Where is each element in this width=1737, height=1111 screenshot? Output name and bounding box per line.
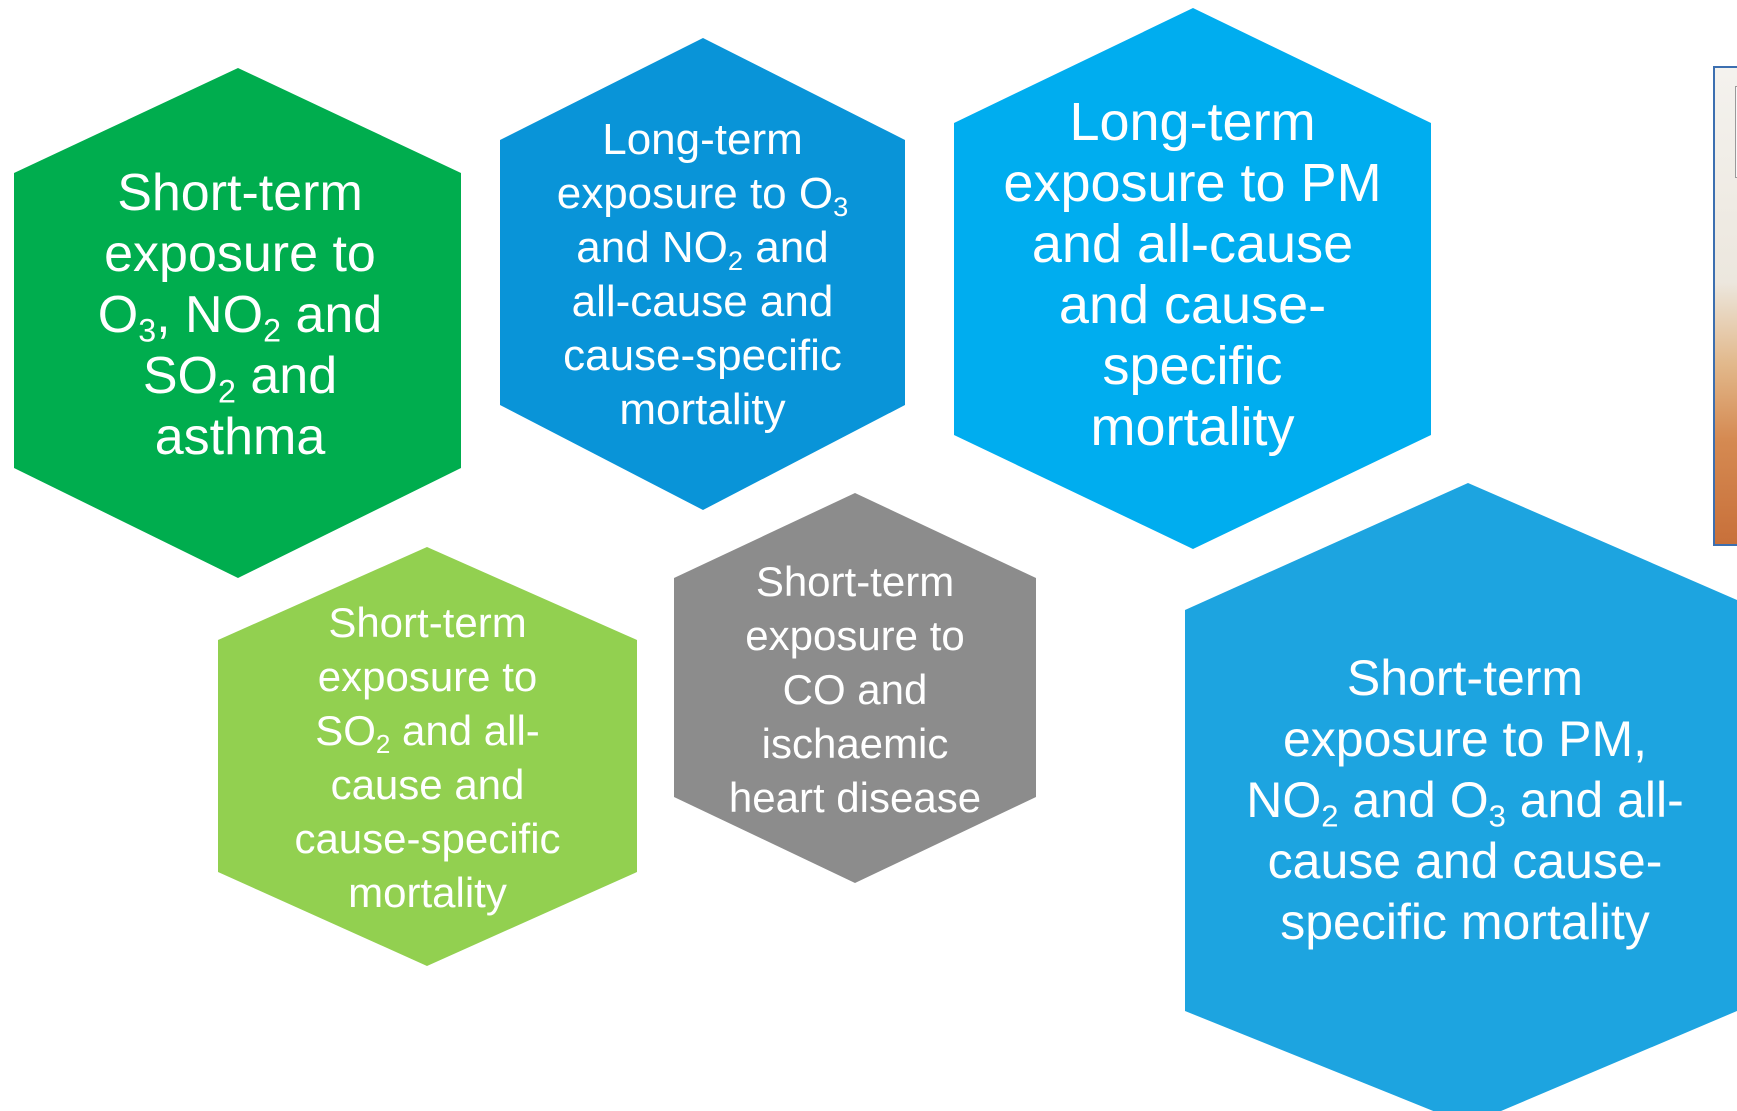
hexagon-label-line: exposure to O3 <box>557 167 849 221</box>
label-text: Long-term <box>1069 92 1316 152</box>
hexagon-label-h5: Short-term exposure to CO and ischaemic hear… <box>674 550 1036 830</box>
subscript-text: 2 <box>727 245 744 277</box>
hexagon-label-line: specific mortality <box>1280 892 1650 953</box>
hexagon-label-line: mortality <box>619 383 785 437</box>
label-text: and NO <box>576 223 728 272</box>
label-text: heart disease <box>728 774 982 821</box>
label-text: and all- <box>1505 771 1684 828</box>
label-text: specific <box>1102 336 1283 396</box>
hexagon-label-line: cause and cause- <box>1268 831 1663 892</box>
hexagon-label-line: asthma <box>155 407 326 468</box>
subscript-text: 2 <box>263 312 281 349</box>
hexagon-label-line: Short-term <box>1347 648 1583 709</box>
label-text: Long-term <box>602 115 803 164</box>
hexagon-label-line: mortality <box>348 866 507 920</box>
hexagon-label-line: Short-term <box>756 555 954 609</box>
hexagon-label-line: cause-specific <box>563 329 842 383</box>
hexagon-shape-h1 <box>14 68 461 578</box>
hexagon-label-line: cause-specific <box>294 812 560 866</box>
subscript-text: 2 <box>375 728 391 759</box>
hexagon-shape-h6 <box>1185 483 1737 1111</box>
label-text: mortality <box>1090 397 1295 457</box>
label-text: SO <box>315 706 376 754</box>
label-text: and all-cause <box>1031 214 1354 274</box>
hexagon-label-line: and cause- <box>1059 275 1326 336</box>
subscript-text: 3 <box>138 312 157 349</box>
hexagon-label-line: NO2 and O3 and all- <box>1246 770 1684 831</box>
label-text: exposure to PM <box>1003 153 1382 213</box>
hexagon-label-line: Long-term <box>1069 92 1315 153</box>
hexagon-label-line: exposure to <box>318 650 537 704</box>
label-text: cause and cause- <box>1267 832 1663 889</box>
hexagon-label-line: SO2 and <box>142 346 338 410</box>
hexagon-label-line: and NO2 and <box>576 221 828 275</box>
hexagon-label-line: ischaemic <box>762 717 949 771</box>
hexagon-label-line: and all-cause <box>1032 214 1353 275</box>
label-text: and O <box>1338 771 1489 828</box>
label-text: exposure to <box>317 652 538 700</box>
label-text: cause and <box>330 760 525 808</box>
hexagon-shape-h4 <box>218 547 637 966</box>
subscript-text: 3 <box>833 191 849 223</box>
report-cover-thumbnail <box>1713 66 1737 546</box>
label-text: and all- <box>390 706 540 754</box>
hexagon-label-line: all-cause and <box>572 275 834 329</box>
hexagon-label-line: Short-term <box>117 163 363 224</box>
label-text: and <box>743 223 829 272</box>
label-text: specific mortality <box>1280 893 1650 950</box>
subscript-text: 3 <box>1488 797 1506 833</box>
label-text: mortality <box>619 385 786 434</box>
label-text: ischaemic <box>761 720 949 767</box>
hexagon-label-line: exposure to PM, <box>1283 709 1647 770</box>
hexagon-label-line: mortality <box>1090 397 1294 458</box>
report-cover-detail <box>1735 86 1737 178</box>
label-text: CO and <box>782 666 928 713</box>
label-text: NO <box>1246 771 1322 828</box>
hexagon-label-line: exposure to PM <box>1003 153 1381 214</box>
hexagon-label-line: SO2 and all- <box>315 704 540 758</box>
hexagon-label-line: Long-term <box>602 113 803 167</box>
label-text: , NO <box>156 285 264 344</box>
hexagon-label-line: heart disease <box>729 771 981 825</box>
hexagon-label-line: exposure to <box>745 609 964 663</box>
label-text: exposure to <box>104 224 376 283</box>
label-text: cause-specific <box>563 331 842 380</box>
label-text: Short-term <box>117 163 363 222</box>
label-text: exposure to O <box>556 169 834 218</box>
hexagon-shape-h5 <box>674 493 1036 883</box>
subscript-text: 2 <box>217 373 236 410</box>
label-text: and <box>235 346 338 405</box>
label-text: Short-term <box>755 558 955 605</box>
label-text: asthma <box>154 407 326 466</box>
hexagon-shape-h3 <box>954 8 1431 549</box>
hexagon-label-line: Short-term <box>328 596 526 650</box>
hexagon-label-line: CO and <box>783 663 928 717</box>
hexagon-label-line: O3, NO2 and <box>97 285 383 349</box>
hexagon-label-line: exposure to <box>104 224 376 285</box>
hexagon-label-line: cause and <box>331 758 525 812</box>
label-text: and <box>281 285 383 344</box>
label-text: Short-term <box>328 598 527 646</box>
label-text: Short-term <box>1346 649 1584 706</box>
label-text: all-cause and <box>571 277 834 326</box>
hexagon-label-line: specific <box>1102 336 1282 397</box>
label-text: mortality <box>348 868 507 916</box>
label-text: exposure to PM, <box>1282 710 1648 767</box>
subscript-text: 2 <box>1321 797 1339 833</box>
label-text: exposure to <box>745 612 965 659</box>
hexagon-shape-h2 <box>500 38 905 510</box>
label-text: O <box>97 285 139 344</box>
label-text: and cause- <box>1058 275 1327 335</box>
label-text: cause-specific <box>294 814 561 862</box>
label-text: SO <box>142 346 218 405</box>
